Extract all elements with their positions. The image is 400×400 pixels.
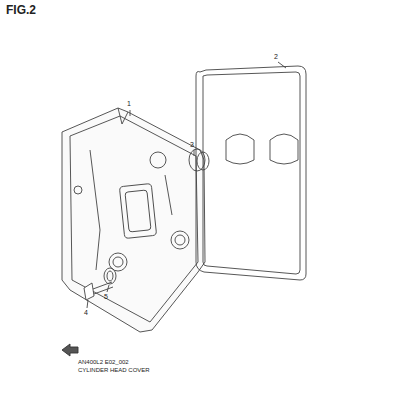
callout-number: 3 (190, 141, 194, 148)
gasket-lobe (226, 134, 254, 164)
bolt-head (84, 283, 94, 300)
cover-ridge (118, 108, 128, 124)
seal-ring-back (197, 152, 209, 170)
gasket-lobe (270, 134, 298, 164)
drawing-code: AN400L2 E02_002 (78, 359, 129, 365)
cover-lug (74, 186, 82, 194)
leader-line (130, 110, 131, 116)
cover-rib (165, 175, 172, 215)
front-arrow-icon (62, 344, 78, 356)
cover-rib (90, 150, 100, 270)
callout-number: 5 (104, 293, 108, 300)
cover-window (119, 183, 156, 238)
head-cover (62, 108, 205, 332)
washer (104, 268, 116, 284)
leader-line (194, 150, 195, 156)
bolt-boss (150, 152, 166, 168)
washer-hole (107, 271, 113, 281)
leader-line (278, 62, 286, 68)
callout-number: 2 (274, 53, 278, 60)
cover-window-inner (125, 190, 151, 232)
gasket (196, 66, 306, 280)
figure-title: FIG.2 (6, 4, 36, 16)
bolt-hole (113, 257, 123, 267)
cover-edge (70, 116, 198, 322)
bolt-hole (175, 235, 185, 245)
callout-number: 4 (84, 309, 88, 316)
callout-number: 1 (127, 100, 131, 107)
gasket-inner (203, 72, 300, 274)
bolt-boss (171, 231, 189, 249)
figure-caption: CYLINDER HEAD COVER (78, 367, 150, 373)
leader-line (87, 300, 88, 308)
leader-line (107, 285, 109, 292)
